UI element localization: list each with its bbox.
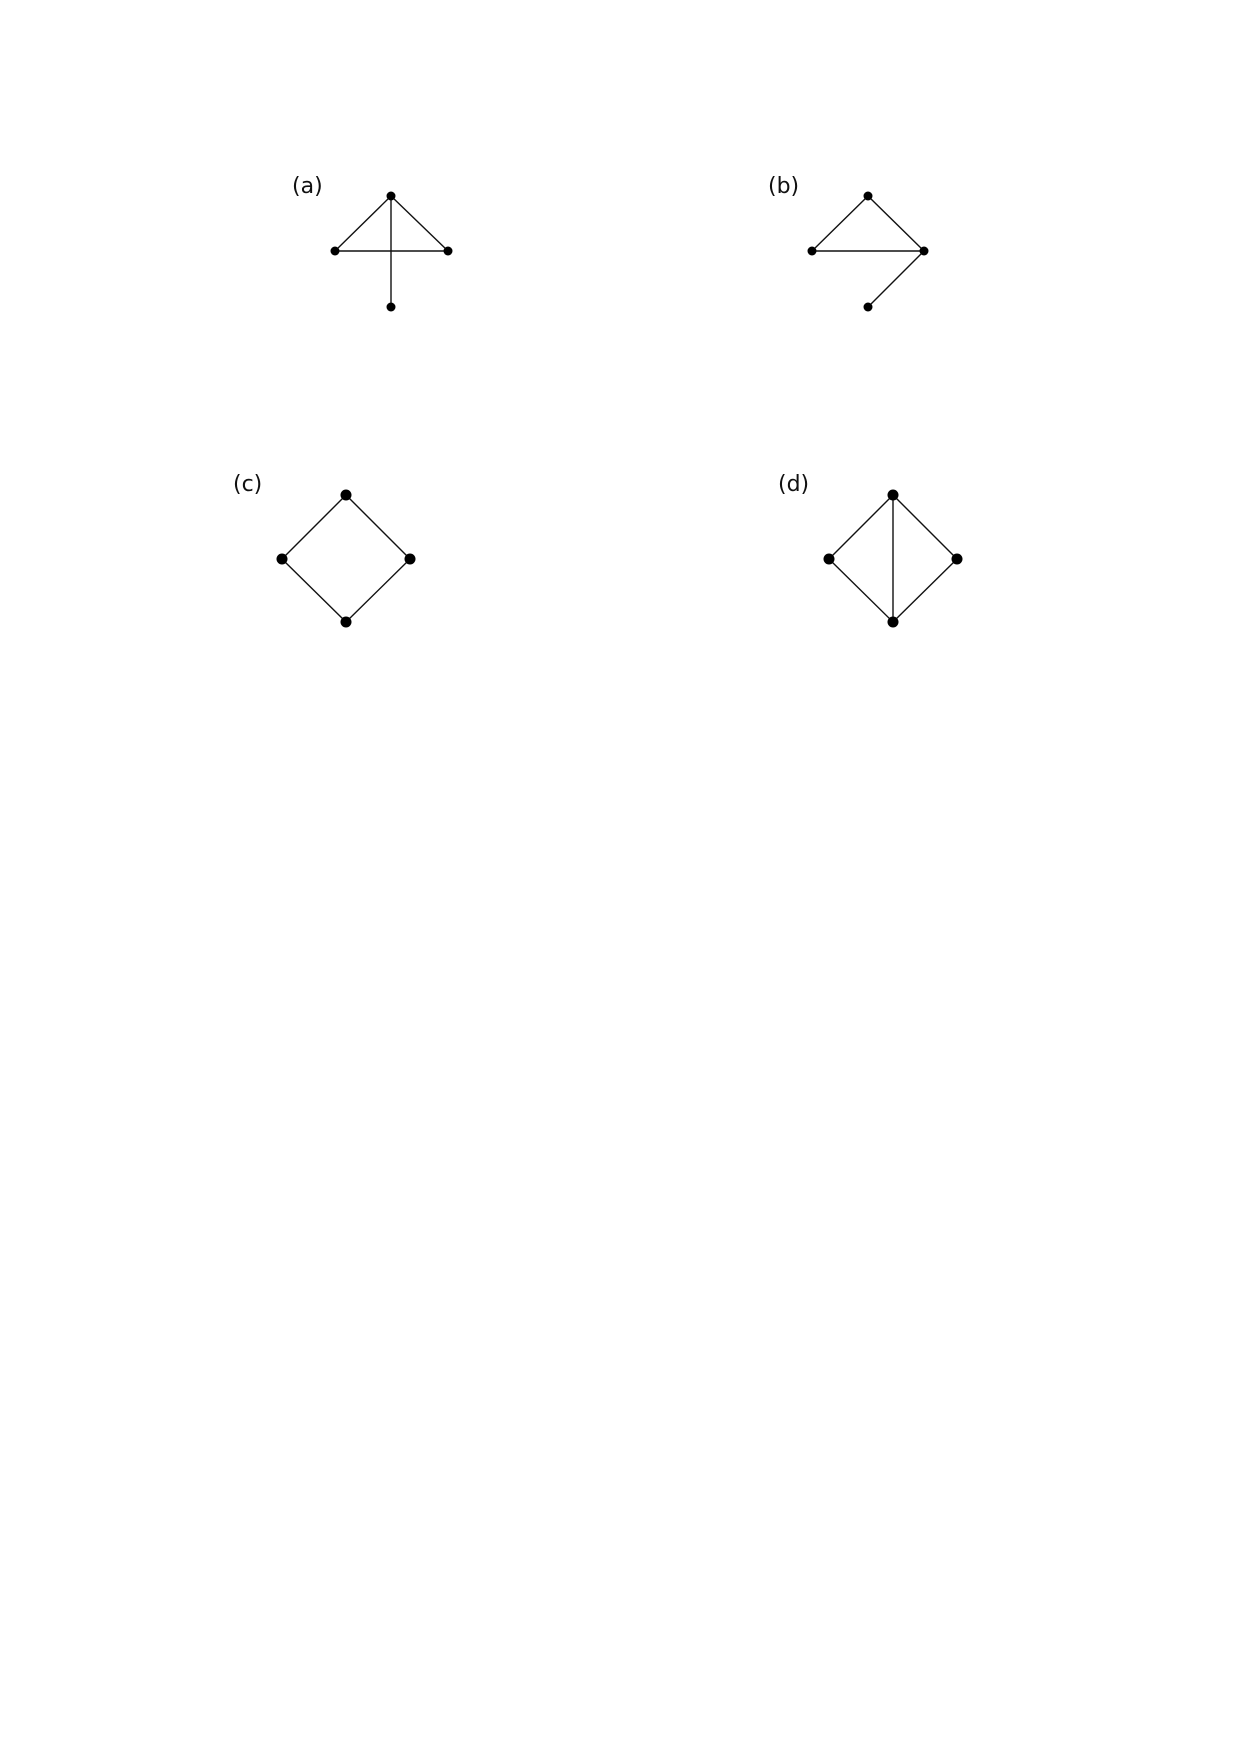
- panel-d-label: (d): [778, 472, 809, 497]
- edge-c-left-bottom: [281, 558, 347, 623]
- node-c-right: [404, 553, 416, 565]
- node-a-left: [330, 246, 340, 256]
- node-a-top: [386, 191, 396, 201]
- edge-d-left-bottom: [828, 558, 894, 623]
- graph-c: [276, 489, 416, 628]
- panel-a-label: (a): [292, 174, 323, 199]
- node-b-top: [863, 191, 873, 201]
- node-c-top: [340, 489, 352, 501]
- edge-b-right-bottom: [867, 250, 925, 308]
- edge-d-top-left: [828, 494, 894, 560]
- edge-c-right-bottom: [345, 558, 411, 623]
- node-a-right: [443, 246, 453, 256]
- edge-c-top-left: [281, 494, 347, 560]
- node-d-top: [887, 489, 899, 501]
- edge-d-top-right: [892, 494, 958, 560]
- edge-a-top-left: [334, 195, 392, 252]
- edge-c-top-right: [345, 494, 411, 560]
- graph-b: [807, 191, 929, 312]
- node-b-right: [919, 246, 929, 256]
- node-a-bottom: [386, 302, 396, 312]
- node-d-right: [951, 553, 963, 565]
- graph-a: [330, 191, 453, 312]
- node-c-left: [276, 553, 288, 565]
- panel-c-label: (c): [233, 472, 262, 497]
- graph-d: [823, 489, 963, 628]
- edge-a-top-right: [390, 195, 449, 252]
- edge-d-right-bottom: [892, 558, 958, 623]
- node-d-left: [823, 553, 835, 565]
- edge-b-top-left: [811, 195, 869, 252]
- panel-b-label: (b): [768, 174, 799, 199]
- node-b-bottom: [863, 302, 873, 312]
- node-b-left: [807, 246, 817, 256]
- edge-b-top-right: [867, 195, 925, 252]
- graph-panels: [276, 191, 963, 628]
- node-d-bottom: [887, 616, 899, 628]
- node-c-bottom: [340, 616, 352, 628]
